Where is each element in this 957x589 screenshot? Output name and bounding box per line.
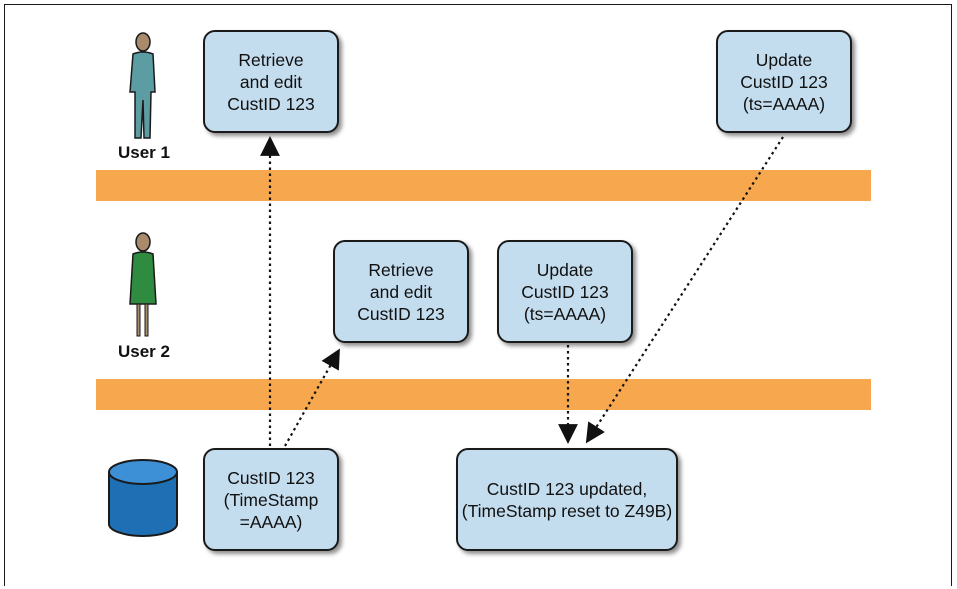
user2-label: User 2 (118, 342, 170, 361)
box-text-line: Update (536, 259, 594, 280)
user1-retrieve-box: Retrieve and edit CustID 123 (203, 30, 339, 133)
box-text-line: CustID 123 (227, 93, 315, 114)
user2-tier-band (96, 379, 871, 410)
box-text-line: Update (755, 49, 813, 70)
box-text-line: (TimeStamp reset to Z49B) (461, 500, 673, 521)
box-text-line: CustID 123 (227, 467, 315, 488)
box-text-line: Retrieve (238, 49, 304, 70)
user1-update-box: Update CustID 123 (ts=AAAA) (716, 30, 852, 133)
user2-person-icon (129, 232, 157, 337)
box-text-line: (ts=AAAA) (523, 303, 607, 324)
box-text-line: CustID 123 updated, (486, 478, 648, 499)
db-updated-box: CustID 123 updated, (TimeStamp reset to … (456, 448, 678, 551)
db-record-box: CustID 123 (TimeStamp =AAAA) (203, 448, 339, 551)
box-text-line: CustID 123 (357, 303, 445, 324)
box-text-line: and edit (369, 281, 433, 302)
figure-frame (4, 4, 952, 586)
arrow-user1-update-to-db (585, 136, 784, 444)
box-text-line: (ts=AAAA) (742, 93, 826, 114)
box-text-line: CustID 123 (740, 71, 828, 92)
user2-retrieve-box: Retrieve and edit CustID 123 (333, 240, 469, 343)
arrow-db-to-user2-retrieve (284, 348, 340, 447)
box-text-line: and edit (239, 71, 303, 92)
user1-tier-band (96, 170, 871, 201)
box-text-line: Retrieve (368, 259, 434, 280)
user1-person-icon (129, 32, 156, 139)
database-icon (108, 459, 178, 537)
box-text-line: =AAAA) (239, 511, 303, 532)
box-text-line: (TimeStamp (223, 489, 319, 510)
user1-label: User 1 (118, 143, 170, 162)
box-text-line: CustID 123 (521, 281, 609, 302)
user2-update-box: Update CustID 123 (ts=AAAA) (497, 240, 633, 343)
